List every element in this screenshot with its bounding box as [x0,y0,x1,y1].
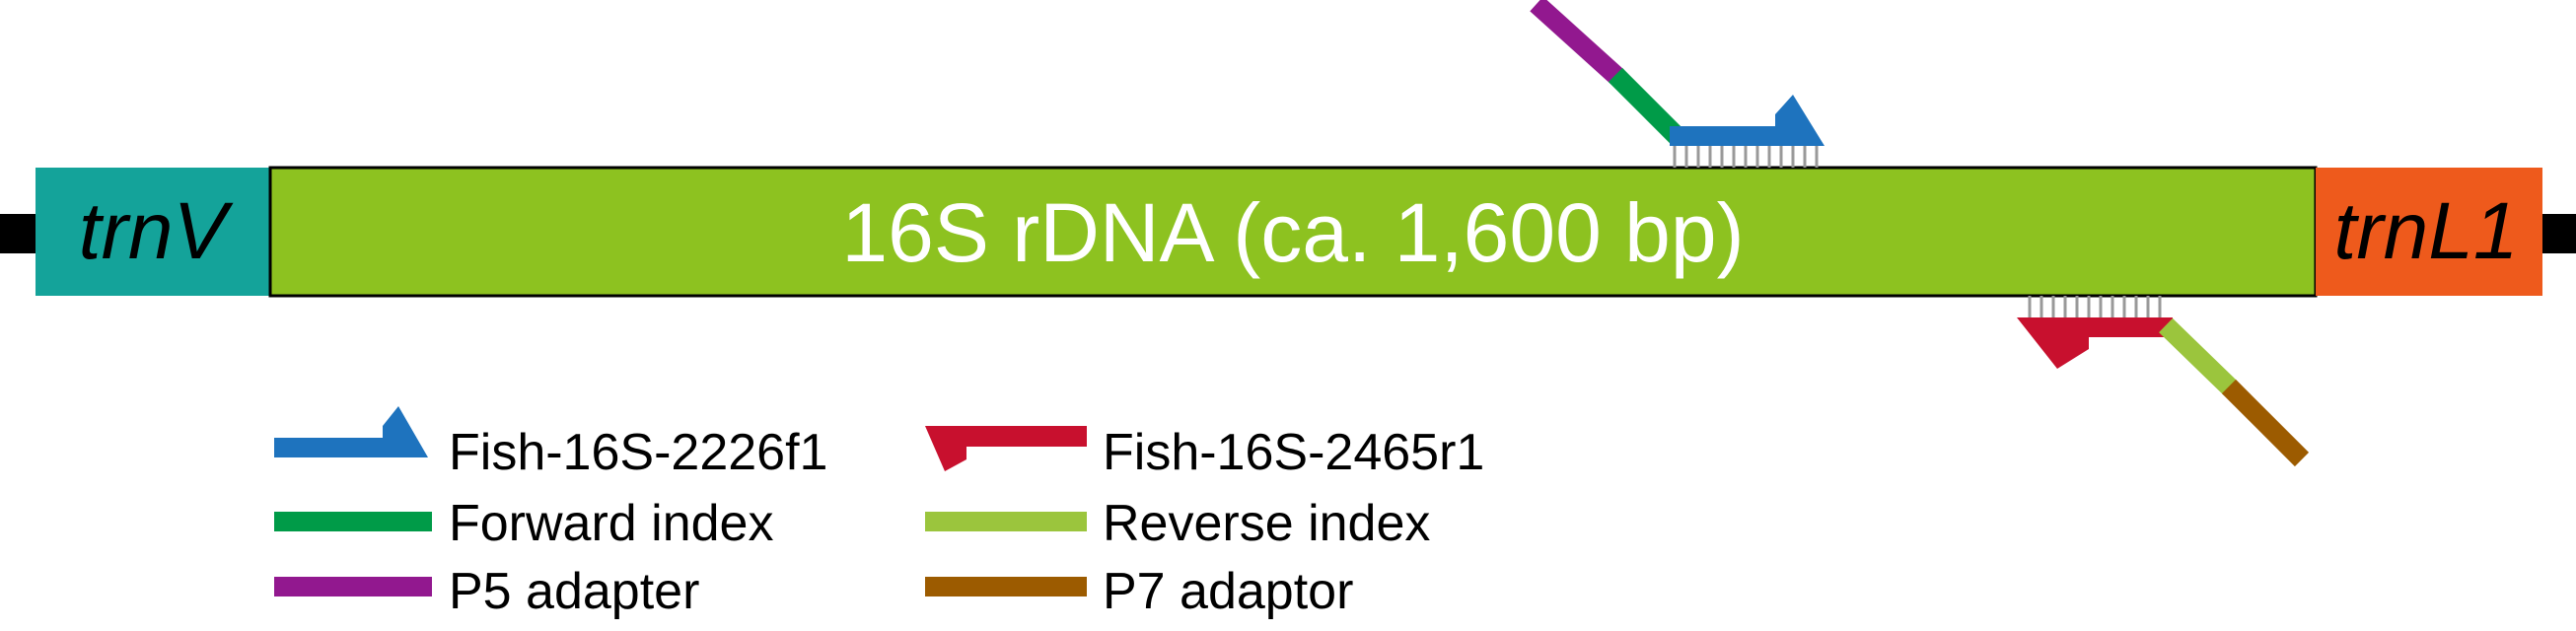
legend-label-forward-index: Forward index [449,495,773,552]
reverse-index-segment [2159,317,2238,396]
backbone-right-stub [2537,214,2576,253]
trnv-label: trnV [79,186,235,276]
reverse-primer-arrow-icon [925,426,1087,471]
p5-adapter-bar-icon [274,577,432,596]
p7-adaptor-segment [2221,379,2310,467]
legend-item-reverse-index: Reverse index [925,495,1430,552]
legend-label-p7-adaptor: P7 adaptor [1103,563,1353,620]
forward-binding-ticks [1673,146,1819,168]
rdna-16s-label: 16S rDNA (ca. 1,600 bp) [841,186,1744,279]
backbone-left-stub [0,214,39,253]
legend-item-p7-adaptor: P7 adaptor [925,563,1353,620]
trnl1-block [2316,168,2542,296]
legend-label-reverse-index: Reverse index [1103,495,1430,552]
trnv-block [36,168,270,296]
p7-adaptor-bar-icon [925,577,1087,596]
p5-adapter-segment [1530,0,1624,85]
legend-item-forward-index: Forward index [274,495,773,552]
legend-item-forward-primer: Fish-16S-2226f1 [274,406,827,481]
rdna-16s-block [268,166,2318,298]
legend-label-forward-primer: Fish-16S-2226f1 [449,424,827,481]
forward-primer-arrow-icon [1670,95,1825,146]
forward-index-segment [1608,67,1684,144]
reverse-index-bar-icon [925,512,1087,531]
legend-item-p5-adapter: P5 adapter [274,563,699,620]
legend-label-reverse-primer: Fish-16S-2465r1 [1103,424,1484,481]
forward-primer-arrow-icon [274,406,428,457]
forward-index-bar-icon [274,512,432,531]
reverse-primer-arrow-icon [2017,317,2173,369]
forward-primer-construct [1530,0,1825,168]
trnl1-label: trnL1 [2334,186,2519,276]
legend-item-reverse-primer: Fish-16S-2465r1 [925,424,1484,481]
legend-label-p5-adapter: P5 adapter [449,563,699,620]
legend: Fish-16S-2226f1 Forward index P5 adapter… [274,406,1484,620]
reverse-primer-construct [2017,296,2310,467]
reverse-binding-ticks [2028,296,2162,317]
